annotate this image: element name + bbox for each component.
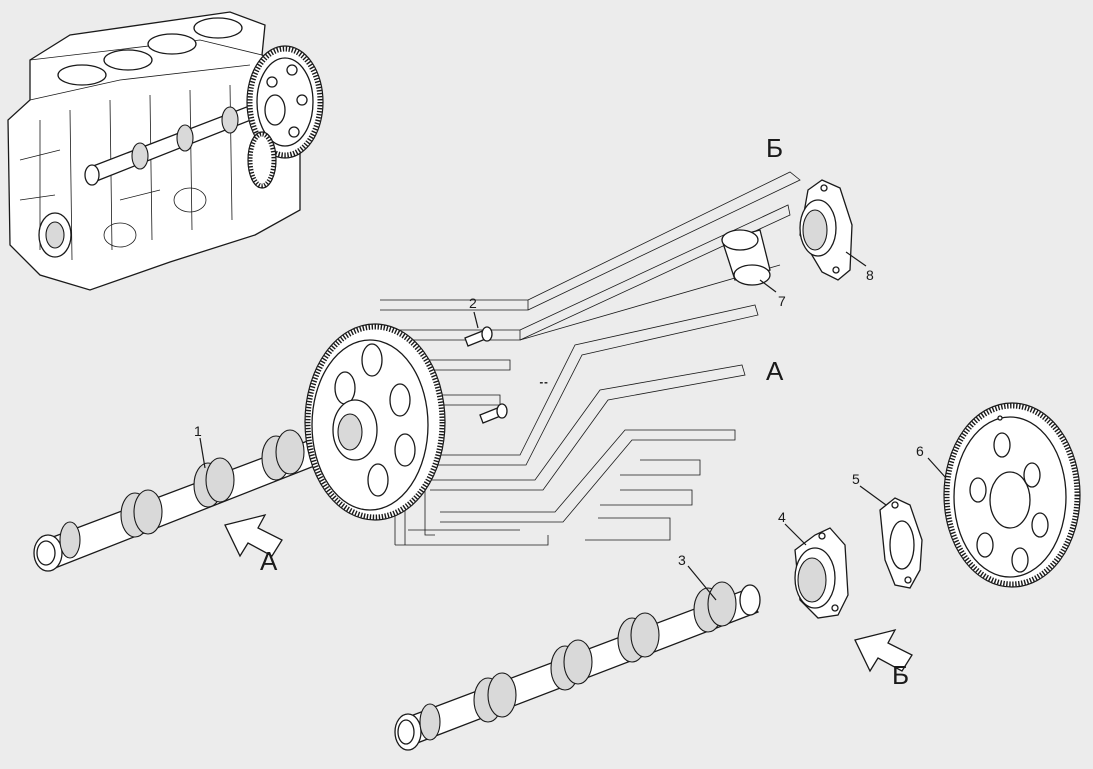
callout-8: 8 <box>866 267 874 283</box>
flange-part-4 <box>794 527 849 619</box>
view-arrow-b <box>854 629 913 673</box>
callout-2: 2 <box>469 295 477 311</box>
callout-3: 3 <box>678 552 686 568</box>
view-arrow-a <box>224 514 283 558</box>
view-label-b-top: Б <box>766 133 783 163</box>
flange-part-8 <box>799 179 853 281</box>
gasket-part-5 <box>879 497 923 589</box>
view-label-b-arrow: Б <box>892 660 909 690</box>
svg-text:- -: - - <box>540 378 548 387</box>
leader-lines <box>199 251 947 601</box>
gear-part-6 <box>943 402 1081 588</box>
callout-6: 6 <box>916 443 924 459</box>
callout-1: 1 <box>194 423 202 439</box>
callout-5: 5 <box>852 471 860 487</box>
callout-4: 4 <box>778 509 786 525</box>
bushing-part-7 <box>721 229 771 286</box>
engine-block-illustration <box>7 11 324 291</box>
bolt-part-2 <box>464 326 508 424</box>
view-region-lines: - - <box>380 171 801 546</box>
camshaft-assembly-1 <box>33 323 446 572</box>
view-label-a-arrow: А <box>260 546 278 576</box>
camshaft-part-3 <box>394 581 761 751</box>
callout-7: 7 <box>778 293 786 309</box>
view-label-a-right: А <box>766 356 784 386</box>
